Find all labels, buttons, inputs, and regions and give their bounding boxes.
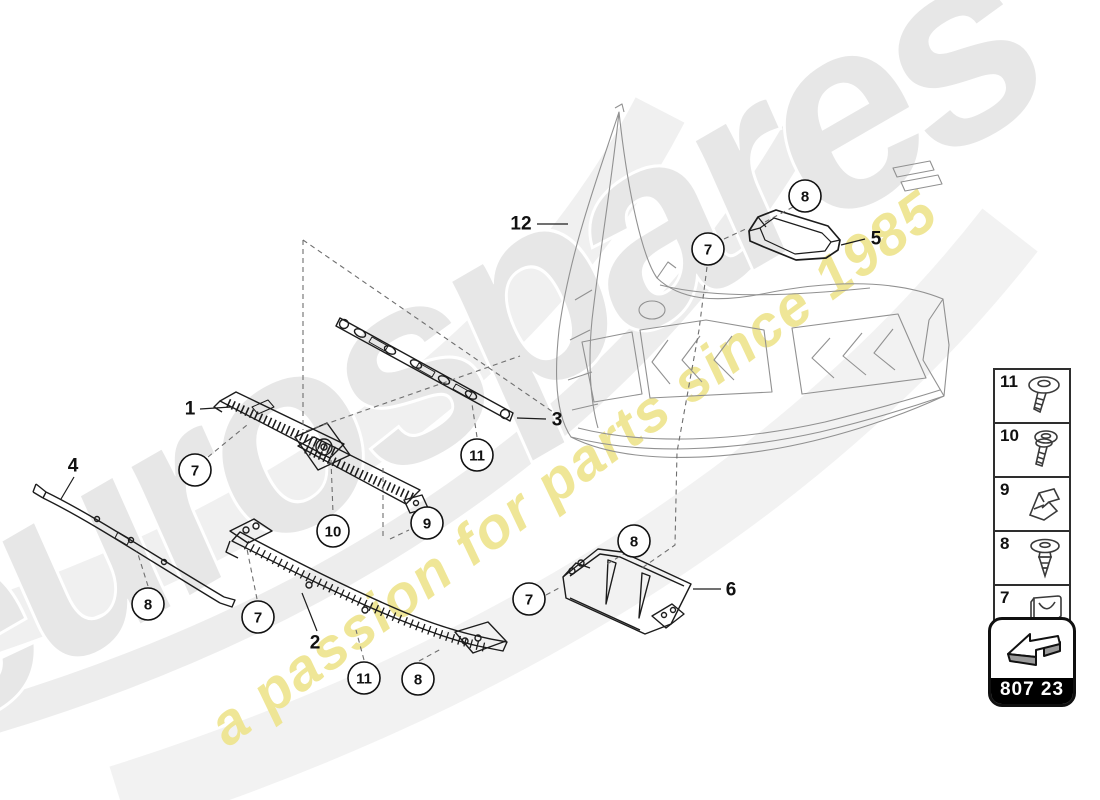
part-label-2[interactable]: 2 <box>310 633 321 654</box>
expanding-rivet-icon <box>1020 535 1067 581</box>
part-number-labels: 1 2 3 4 5 6 12 <box>68 214 882 654</box>
direction-arrow-icon <box>991 620 1073 678</box>
center-grille <box>639 319 773 399</box>
callout-7-part6[interactable]: 7 <box>512 582 546 616</box>
leader-lines-dashed <box>136 206 794 662</box>
svg-text:7: 7 <box>254 609 262 626</box>
part-label-5[interactable]: 5 <box>871 229 882 250</box>
part-label-4[interactable]: 4 <box>68 456 79 477</box>
part-6-air-guide-bracket <box>562 548 692 635</box>
legend-number: 11 <box>1000 372 1018 391</box>
svg-text:11: 11 <box>356 670 372 687</box>
spring-clip-icon <box>1020 481 1067 527</box>
callout-11-part3[interactable]: 11 <box>460 438 494 472</box>
fastener-legend: 11 10 <box>993 368 1071 642</box>
callout-7-part2[interactable]: 7 <box>241 600 275 634</box>
part-label-12[interactable]: 12 <box>510 214 531 235</box>
legend-item-11[interactable]: 11 <box>995 370 1069 424</box>
callout-10-part1[interactable]: 10 <box>316 514 350 548</box>
part-3-mounting-strip <box>335 317 514 422</box>
legend-item-8[interactable]: 8 <box>995 532 1069 586</box>
callout-8-part6[interactable]: 8 <box>617 524 651 558</box>
svg-text:9: 9 <box>423 515 431 532</box>
group-code: 807 23 <box>991 678 1073 704</box>
torx-screw-large-washer-icon <box>1020 373 1067 419</box>
emblem-oval <box>638 300 666 320</box>
svg-text:8: 8 <box>801 188 809 205</box>
part-label-3[interactable]: 3 <box>552 410 563 431</box>
svg-text:7: 7 <box>191 462 199 479</box>
legend-number: 7 <box>1000 588 1010 607</box>
legend-number: 10 <box>1000 426 1019 445</box>
svg-text:8: 8 <box>414 671 422 688</box>
callout-8-part2[interactable]: 8 <box>401 662 435 696</box>
callout-8-part4[interactable]: 8 <box>131 587 165 621</box>
part-4-trim-strip <box>32 483 236 608</box>
part-5-duct-cover <box>748 209 841 261</box>
callout-7-part1[interactable]: 7 <box>178 453 212 487</box>
section-code-box[interactable]: 807 23 <box>988 617 1076 707</box>
callout-circles: 7 10 9 11 7 8 8 7 11 8 <box>131 179 822 696</box>
fin-tip <box>614 103 625 113</box>
callout-8-part5[interactable]: 8 <box>788 179 822 213</box>
callout-11-part2[interactable]: 11 <box>347 661 381 695</box>
legend-item-9[interactable]: 9 <box>995 478 1069 532</box>
legend-number: 8 <box>1000 534 1010 553</box>
front-bumper-drawing <box>555 103 950 458</box>
legend-number: 9 <box>1000 480 1010 499</box>
part-2-spoiler-lip <box>225 518 508 654</box>
callout-9-part1[interactable]: 9 <box>410 506 444 540</box>
svg-text:11: 11 <box>469 447 485 464</box>
right-air-intake <box>791 313 927 395</box>
leader-lines-solid <box>60 223 866 632</box>
svg-text:10: 10 <box>325 523 342 540</box>
callout-7-bumper[interactable]: 7 <box>691 232 725 266</box>
svg-text:7: 7 <box>525 591 533 608</box>
torx-screw-washer-icon <box>1020 427 1067 473</box>
svg-text:7: 7 <box>704 241 712 258</box>
part-label-6[interactable]: 6 <box>726 580 737 601</box>
svg-text:8: 8 <box>630 533 638 550</box>
svg-text:8: 8 <box>144 596 152 613</box>
part-label-1[interactable]: 1 <box>185 399 196 420</box>
legend-item-10[interactable]: 10 <box>995 424 1069 478</box>
